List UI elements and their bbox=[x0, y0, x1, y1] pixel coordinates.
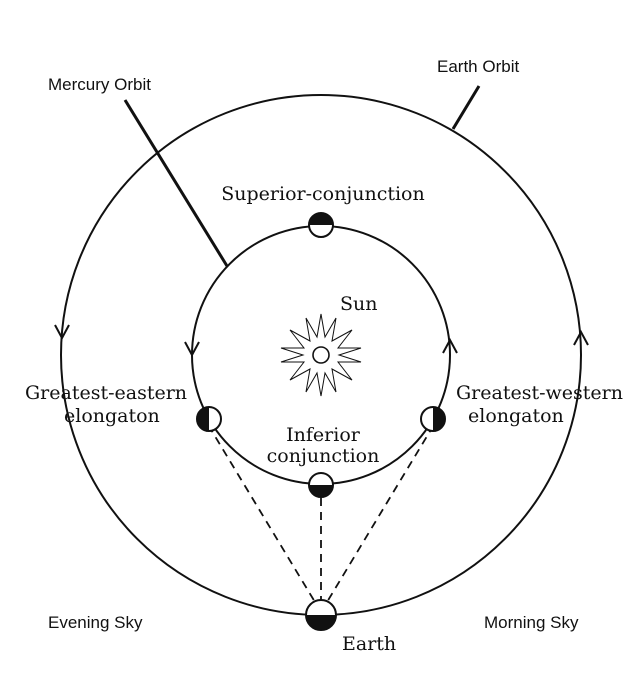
planet-superior-conjunction bbox=[308, 212, 334, 238]
sightline-western bbox=[320, 422, 436, 613]
planet-inferior-conjunction bbox=[308, 472, 334, 498]
mercury-orbit-label: Mercury Orbit bbox=[48, 75, 151, 94]
greatest-western-label-line1: Greatest-western bbox=[456, 382, 623, 404]
mercury-orbit-pointer bbox=[123, 99, 229, 267]
earth-label: Earth bbox=[342, 633, 396, 655]
planet-greatest-eastern bbox=[196, 406, 222, 432]
inferior-conjunction-label-line1: Inferior bbox=[286, 424, 361, 446]
greatest-western-label-line2: elongaton bbox=[468, 405, 564, 427]
evening-sky-label: Evening Sky bbox=[48, 613, 143, 632]
morning-sky-label: Morning Sky bbox=[484, 613, 579, 632]
earth-orbit-arrow-left bbox=[54, 324, 70, 341]
planet-earth bbox=[305, 599, 337, 631]
greatest-eastern-label-line2: elongaton bbox=[64, 405, 160, 427]
mercury-orbit-arrow-right bbox=[442, 337, 458, 354]
sun-label: Sun bbox=[340, 293, 378, 315]
earth-orbit-arrow-right bbox=[573, 329, 589, 346]
planet-greatest-western bbox=[420, 406, 446, 432]
earth-orbit-label: Earth Orbit bbox=[437, 57, 519, 76]
inferior-conjunction-label-line2: conjunction bbox=[267, 445, 380, 467]
sightline-eastern bbox=[206, 422, 322, 613]
earth-orbit-pointer bbox=[451, 85, 481, 130]
sun-star-icon bbox=[280, 313, 362, 397]
greatest-eastern-label-line1: Greatest-eastern bbox=[25, 382, 187, 404]
mercury-orbit-arrow-left bbox=[184, 341, 200, 358]
superior-conjunction-label: Superior-conjunction bbox=[221, 183, 424, 205]
